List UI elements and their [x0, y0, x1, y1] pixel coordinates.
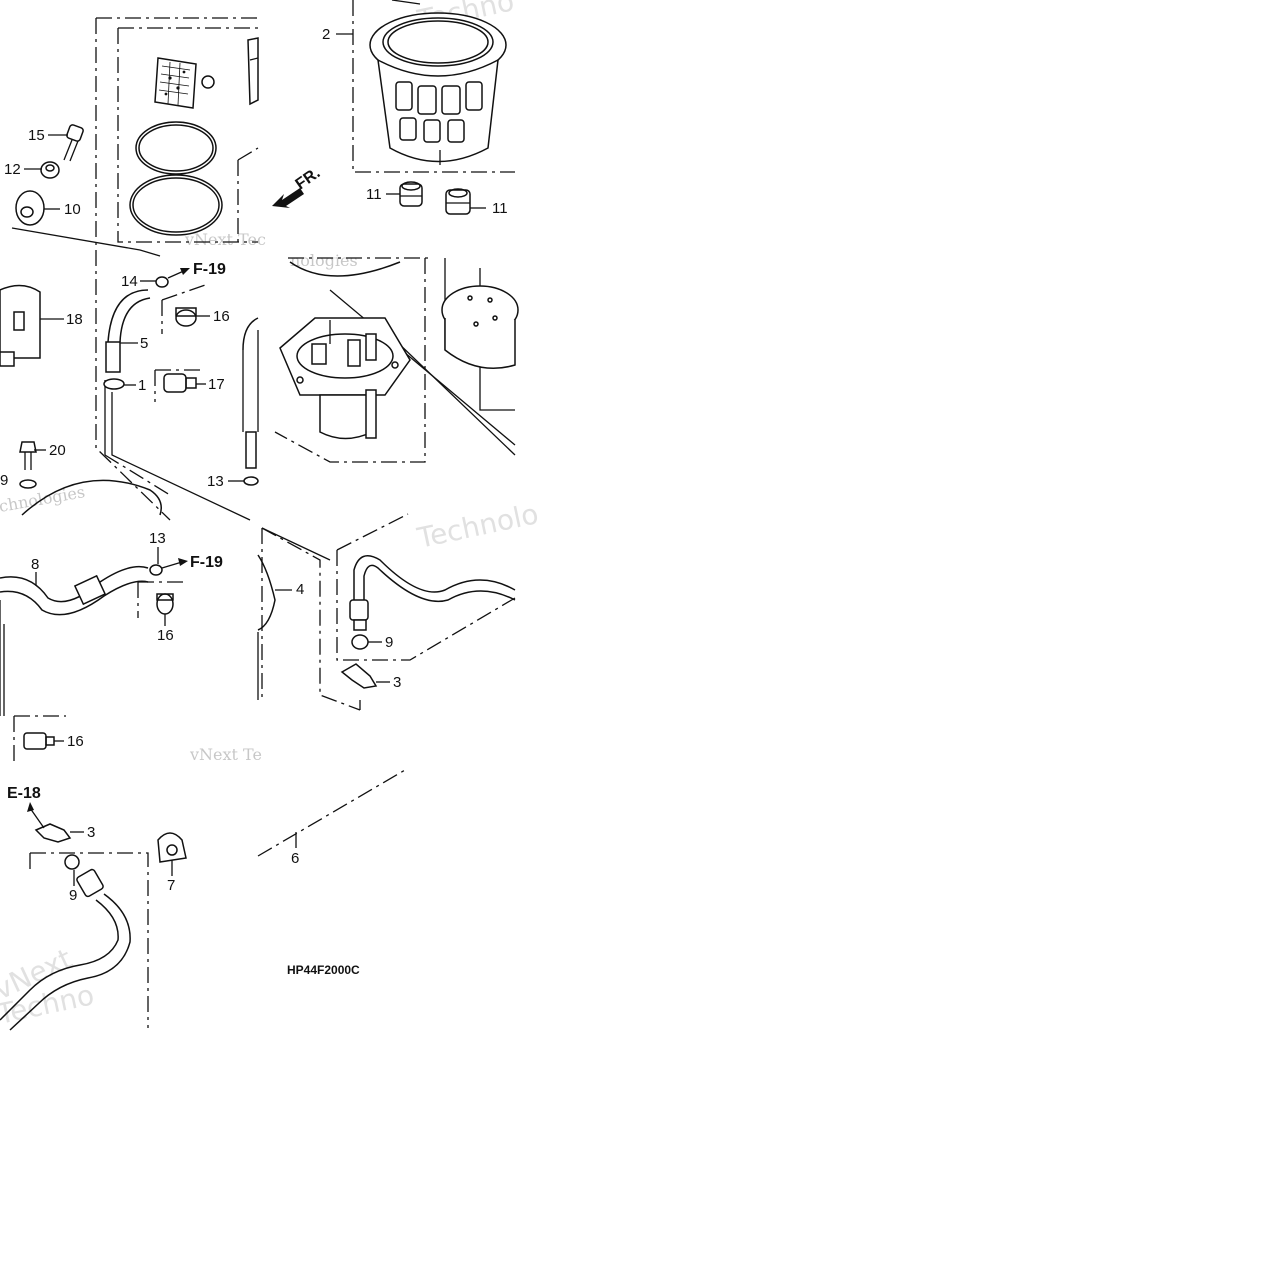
part-label: 11 — [492, 200, 508, 217]
front-arrow-label: FR. — [293, 165, 324, 194]
grommet-pair — [399, 181, 471, 215]
clip-16-bottom — [23, 732, 55, 750]
section-ref-f19-top: F-19 — [193, 261, 226, 278]
part-label: 18 — [66, 311, 83, 328]
part-label: 16 — [157, 627, 174, 644]
part-label: 15 — [28, 127, 45, 144]
fuel-pump-module — [279, 261, 411, 440]
part-label: 13 — [207, 473, 224, 490]
fuel-line-right — [340, 555, 516, 689]
pipe-13 — [242, 317, 259, 486]
part-label: 3 — [87, 824, 95, 841]
part-label: 1 — [138, 377, 146, 394]
watermark-text: nologies — [290, 251, 358, 270]
part-label: 11 — [366, 186, 382, 203]
bolt-20 — [19, 441, 162, 516]
bolt-assembly — [15, 124, 84, 226]
clip-16-mid — [156, 593, 174, 615]
fuel-filter-housing — [369, 0, 507, 165]
part-label: 14 — [121, 273, 138, 290]
part-label: 16 — [67, 733, 84, 750]
part-label: 13 — [149, 530, 166, 547]
watermark-text: vNext Tec — [184, 230, 266, 249]
part-label: 9 — [69, 887, 77, 904]
part-label: 4 — [296, 581, 304, 598]
part-label: 8 — [31, 556, 39, 573]
reference-arrows — [161, 268, 190, 569]
part-label: 12 — [4, 161, 21, 178]
part-label: 10 — [64, 201, 81, 218]
part-number-labels: 2 15 12 10 11 11 14 16 18 5 1 17 20 9 13… — [0, 26, 508, 904]
part-label: 9 — [0, 472, 8, 489]
fuel-line-bottom — [0, 802, 131, 1031]
part-label: 17 — [208, 376, 225, 393]
clip-16-top — [175, 307, 197, 327]
front-arrow: FR. — [272, 165, 323, 208]
filter-kit-box — [129, 37, 259, 236]
part-label: 3 — [393, 674, 401, 691]
watermark-text: Technolo — [414, 497, 542, 555]
part-label: 6 — [291, 850, 299, 867]
part-label: 7 — [167, 877, 175, 894]
hose-bracket — [0, 284, 41, 367]
leader-lines — [24, 33, 486, 886]
frame-lines — [0, 0, 516, 1028]
part-label: 5 — [140, 335, 148, 352]
fuel-tank-side — [257, 554, 276, 631]
part-label: 9 — [385, 634, 393, 651]
hose-5 — [103, 276, 169, 390]
part-label: 16 — [213, 308, 230, 325]
watermark-text: vNext Te — [189, 745, 262, 764]
clip-17 — [163, 373, 197, 393]
section-ref-e18: E-18 — [7, 785, 41, 802]
diagram-code: HP44F2000C — [287, 963, 360, 977]
hose-8 — [0, 564, 163, 716]
grommet-7 — [157, 832, 187, 863]
section-references: F-19 F-19 E-18 — [7, 261, 226, 802]
section-ref-f19-mid: F-19 — [190, 554, 223, 571]
fuel-tank-top — [441, 285, 519, 369]
part-label: 20 — [49, 442, 66, 459]
part-label: 2 — [322, 26, 330, 43]
